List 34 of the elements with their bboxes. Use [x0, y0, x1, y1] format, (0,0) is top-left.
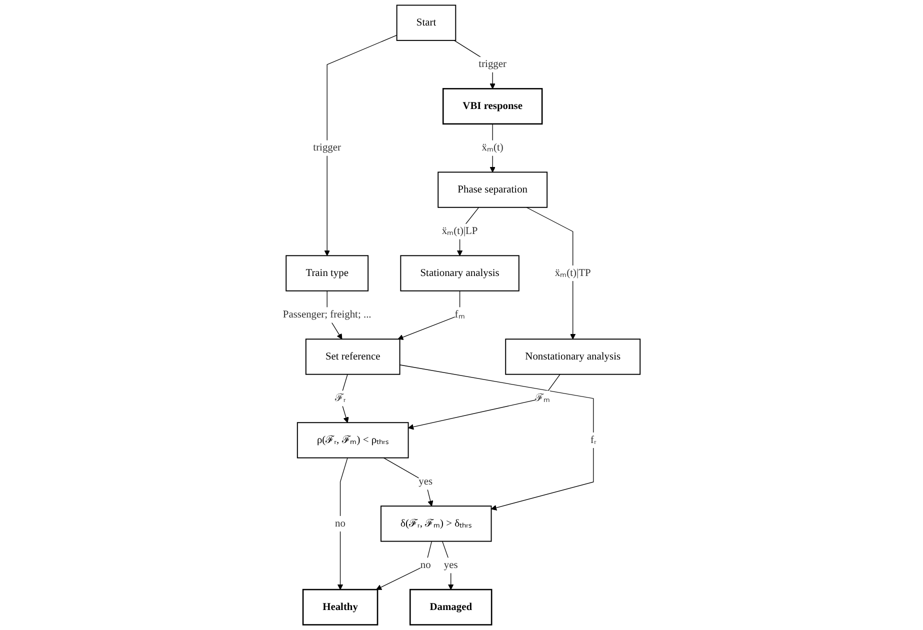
arrow — [408, 374, 560, 430]
edge-label: trigger — [313, 142, 342, 154]
edge-label: yes — [418, 476, 433, 488]
edge-label: fᵣ — [590, 434, 596, 446]
arrow — [376, 540, 432, 590]
node-box: Train type — [286, 255, 369, 292]
node-box: ρ(ℱᵣ, ℱₘ) < ρₜₕᵣₛ — [296, 422, 409, 458]
node-box: Healthy — [302, 588, 378, 626]
node-box: Start — [396, 4, 456, 41]
arrow — [490, 124, 496, 172]
edge-label: no — [420, 560, 431, 571]
edge-label: ℱᵣ — [334, 392, 346, 404]
edge-label: no — [335, 518, 346, 529]
arrow — [383, 458, 434, 506]
node-box: Phase separation — [438, 172, 548, 208]
edge-label: ẍₘ(t)|TP — [554, 267, 591, 278]
arrow — [324, 34, 398, 256]
arrow — [399, 364, 594, 510]
node-box: δ(ℱᵣ, ℱₘ) > δₜₕᵣₛ — [380, 506, 492, 542]
node-box: Stationary analysis — [400, 255, 520, 292]
edge-label: yes — [444, 560, 458, 571]
edge-label: trigger — [478, 58, 507, 70]
edge-label: fₘ — [454, 309, 465, 320]
edge-label: ℱₘ — [535, 392, 550, 404]
edge-label: ẍₘ(t) — [482, 142, 504, 154]
node-box: Set reference — [305, 338, 400, 375]
arrow — [526, 207, 576, 340]
arrow — [337, 458, 348, 590]
edge-label: Passenger; freight; ... — [282, 309, 372, 320]
node-box: Nonstationary analysis — [505, 338, 641, 375]
edge-label: ẍₘ(t)|LP — [442, 226, 478, 237]
node-box: VBI response — [442, 88, 543, 125]
arrow — [398, 290, 460, 340]
node-box: Damaged — [409, 588, 492, 626]
